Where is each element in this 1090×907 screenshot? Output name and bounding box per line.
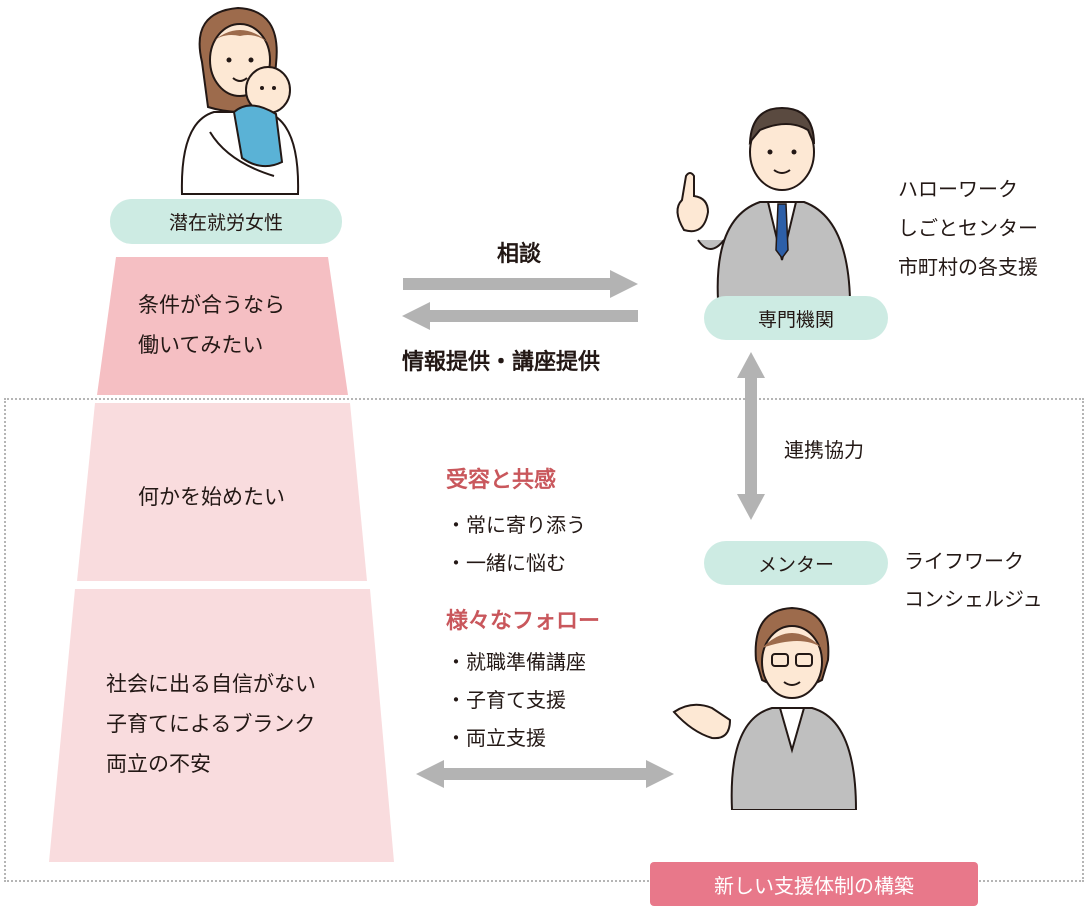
level-3-line-3: 両立の不安 [106, 751, 211, 776]
level-1-line-2: 働いてみたい [138, 332, 264, 357]
level-1-line-1: 条件が合うなら [138, 293, 285, 317]
mentor-item: コンシェルジュ [904, 587, 1043, 611]
pyramid-level-2-shape [77, 403, 367, 581]
empathy-item: 一緒に悩む [446, 544, 586, 582]
mentor-woman-illustration [672, 606, 858, 810]
specialist-man-illustration [676, 106, 852, 300]
cooperation-arrow [737, 352, 765, 520]
specialist-list: ハローワーク しごとセンター 市町村の各支援 [898, 170, 1038, 287]
mentor-label: メンター [704, 541, 888, 585]
specialist-item: 市町村の各支援 [898, 255, 1038, 279]
mentor-list: ライフワーク コンシェルジュ [904, 542, 1043, 618]
follow-heading: 様々なフォロー [446, 609, 601, 634]
pyramid-level-1-shape [97, 257, 348, 395]
empathy-item: 常に寄り添う [446, 506, 586, 544]
potential-worker-label: 潜在就労女性 [110, 199, 342, 244]
info-arrow [402, 302, 638, 330]
pyramid-level-2-text: 何かを始めたい [138, 478, 285, 518]
follow-item: 子育て支援 [446, 681, 586, 719]
consult-arrow [403, 270, 638, 298]
mentor-dialog-arrow [416, 760, 674, 788]
mother-with-baby-illustration [180, 6, 300, 195]
pyramid-level-1-text: 条件が合うなら 働いてみたい [138, 286, 285, 366]
new-support-system-banner: 新しい支援体制の構築 [650, 862, 978, 906]
mentor-item: ライフワーク [904, 549, 1024, 573]
follow-item: 両立支援 [446, 719, 586, 757]
empathy-heading: 受容と共感 [446, 468, 557, 493]
level-2-line-1: 何かを始めたい [138, 485, 285, 509]
follow-item: 就職準備講座 [446, 643, 586, 681]
pyramid-level-3-text: 社会に出る自信がない 子育てによるブランク 両立の不安 [106, 665, 316, 785]
specialist-item: ハローワーク [898, 177, 1018, 201]
empathy-list: 常に寄り添う 一緒に悩む [446, 506, 586, 582]
consult-label: 相談 [497, 242, 542, 267]
specialist-label: 専門機関 [704, 296, 888, 340]
level-3-line-2: 子育てによるブランク [106, 711, 316, 736]
cooperation-label: 連携協力 [784, 438, 864, 462]
specialist-item: しごとセンター [898, 216, 1038, 240]
pyramid-level-3-shape [49, 589, 394, 862]
follow-list: 就職準備講座 子育て支援 両立支援 [446, 643, 586, 757]
level-3-line-1: 社会に出る自信がない [106, 672, 316, 696]
support-system-frame [4, 398, 1084, 882]
info-provision-label: 情報提供・講座提供 [402, 350, 601, 375]
